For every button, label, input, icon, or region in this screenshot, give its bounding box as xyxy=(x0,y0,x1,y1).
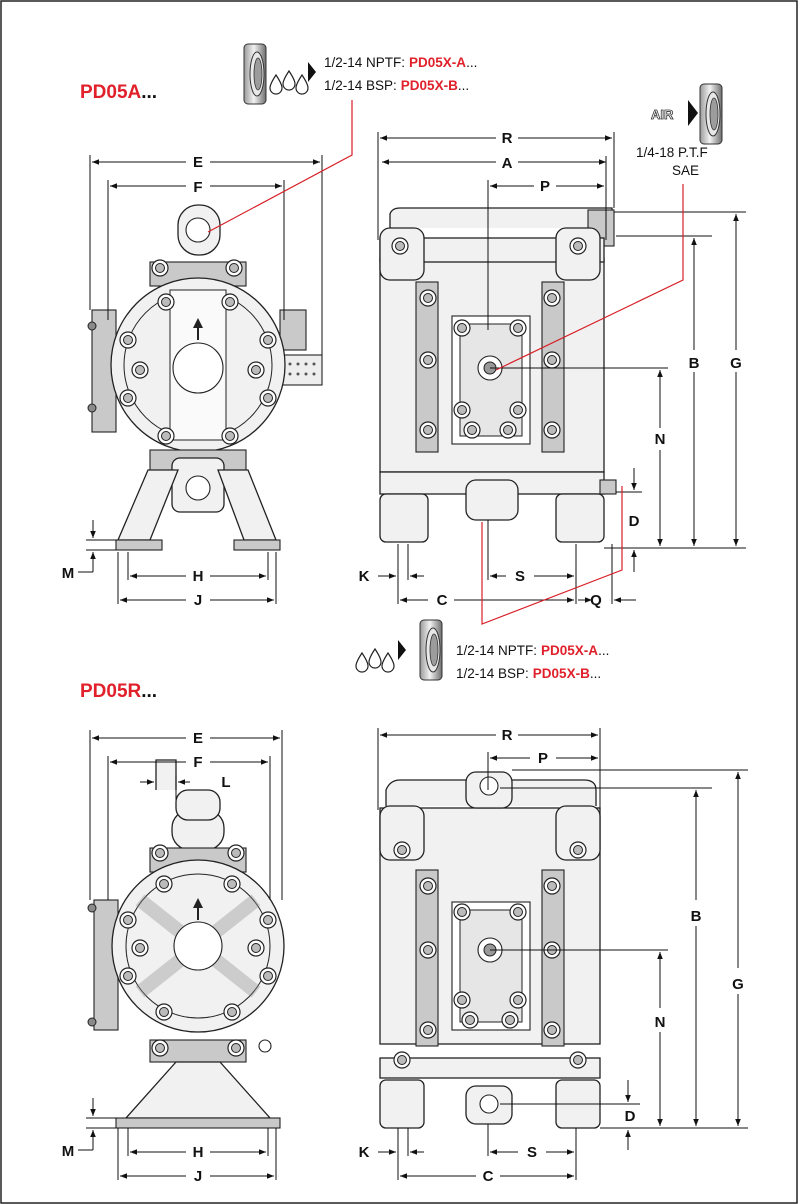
svg-text:P: P xyxy=(538,750,548,767)
pd05a-dimensions: E F H J M R A xyxy=(62,130,746,609)
flow-arrow-icon xyxy=(398,640,406,660)
model-title-pd05r: PD05R... xyxy=(80,681,157,702)
svg-text:F: F xyxy=(193,754,202,771)
pd05r-side-view xyxy=(379,771,601,1129)
svg-text:H: H xyxy=(193,568,204,585)
svg-text:L: L xyxy=(221,774,230,791)
bsp-note-bottom: 1/2-14 BSP: PD05X-B... xyxy=(456,665,601,682)
pd05a-end-view xyxy=(87,204,323,551)
threaded-port-icon xyxy=(243,43,267,105)
threaded-port-icon xyxy=(419,619,443,681)
svg-text:S: S xyxy=(527,1144,537,1161)
svg-text:R: R xyxy=(502,130,513,147)
svg-text:G: G xyxy=(732,976,744,993)
svg-text:D: D xyxy=(625,1108,636,1125)
flow-arrow-icon xyxy=(193,318,203,340)
svg-text:M: M xyxy=(62,1143,75,1160)
svg-text:K: K xyxy=(359,1144,370,1161)
pd05a-side-view xyxy=(379,207,617,543)
svg-text:A: A xyxy=(502,155,513,172)
threaded-port-icon xyxy=(699,83,723,145)
svg-text:E: E xyxy=(193,730,203,747)
fluid-drops-icon xyxy=(269,70,309,95)
svg-text:K: K xyxy=(359,568,370,585)
svg-text:N: N xyxy=(655,431,666,448)
air-port-standard: SAE xyxy=(672,163,699,178)
npt-note-top: 1/2-14 NPTF: PD05X-A... xyxy=(324,54,477,71)
svg-text:H: H xyxy=(193,1144,204,1161)
svg-text:R: R xyxy=(502,727,513,744)
svg-text:C: C xyxy=(437,592,448,609)
svg-text:Q: Q xyxy=(590,592,602,609)
svg-text:F: F xyxy=(193,179,202,196)
svg-text:E: E xyxy=(193,154,203,171)
svg-text:G: G xyxy=(730,355,742,372)
svg-text:S: S xyxy=(515,568,525,585)
fluid-port-callout-top: 1/2-14 NPTF: PD05X-A... 1/2-14 BSP: PD05… xyxy=(243,43,477,105)
air-arrow-icon xyxy=(688,100,698,126)
air-port-callout: AIR 1/4-18 P.T.F SAE xyxy=(636,83,723,178)
pd05r-end-view xyxy=(87,759,285,1129)
svg-text:C: C xyxy=(483,1168,494,1185)
flow-arrow-icon xyxy=(308,62,316,82)
svg-text:J: J xyxy=(194,592,202,609)
svg-text:M: M xyxy=(62,565,75,582)
npt-note-bottom: 1/2-14 NPTF: PD05X-A... xyxy=(456,642,609,659)
model-title-pd05a: PD05A... xyxy=(80,82,157,103)
bsp-note-top: 1/2-14 BSP: PD05X-B... xyxy=(324,77,469,94)
svg-text:B: B xyxy=(691,908,702,925)
muffler-icon xyxy=(281,354,323,386)
flow-arrow-icon xyxy=(193,898,203,920)
svg-text:D: D xyxy=(629,513,640,530)
svg-text:P: P xyxy=(540,178,550,195)
svg-text:N: N xyxy=(655,1014,666,1031)
svg-text:B: B xyxy=(689,355,700,372)
svg-text:J: J xyxy=(194,1168,202,1185)
air-port-spec: 1/4-18 P.T.F xyxy=(636,145,708,160)
fluid-drops-icon xyxy=(355,648,395,673)
leader-lines-top xyxy=(207,100,684,625)
fluid-port-callout-bottom: 1/2-14 NPTF: PD05X-A... 1/2-14 BSP: PD05… xyxy=(355,619,609,682)
pd05r-dimensions: E F L H J M R xyxy=(62,727,748,1185)
air-badge: AIR xyxy=(651,107,674,122)
